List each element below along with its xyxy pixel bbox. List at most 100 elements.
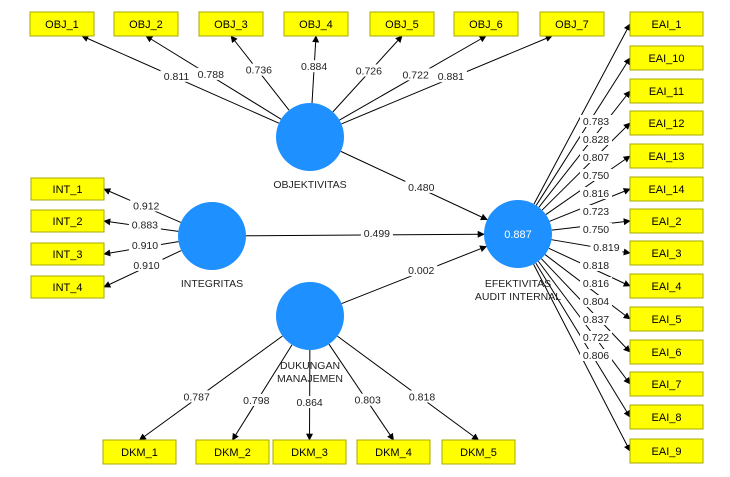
loading-eai-10-bg	[580, 277, 612, 289]
indicator-eai-1[interactable]: EAI_1	[629, 11, 704, 37]
loading-dkm-3: 0.864	[297, 397, 323, 409]
loading-int-3-bg	[128, 239, 161, 252]
latent-integritas-label: INTEGRITAS	[181, 278, 243, 290]
indicator-eai-2-label: EAI_10	[648, 53, 684, 65]
indicator-eai-7-label: EAI_2	[652, 216, 682, 228]
arrow-dkm-4	[328, 343, 394, 441]
loading-eai-3-bg	[580, 151, 612, 163]
loading-dkm-1-bg	[180, 390, 213, 403]
latent-dukungan-manajemen[interactable]	[276, 282, 344, 350]
latent-efektivitas-audit-internal-label: AUDIT INTERNAL	[475, 291, 561, 303]
indicator-eai-4[interactable]: EAI_12	[629, 110, 704, 136]
loading-int-4: 0.910	[133, 260, 159, 272]
indicator-obj-3-label: OBJ_3	[214, 19, 248, 31]
loading-dkm-4-bg	[351, 393, 384, 406]
indicator-eai-4-box	[629, 110, 704, 136]
indicator-eai-6-label: EAI_14	[648, 184, 684, 196]
indicator-int-1-label: INT_1	[53, 184, 83, 196]
loading-eai-3: 0.807	[583, 152, 609, 164]
loading-eai-1-bg	[580, 115, 612, 127]
indicator-eai-9[interactable]: EAI_4	[629, 273, 704, 299]
loading-int-3: 0.910	[132, 240, 158, 252]
indicator-dkm-5[interactable]: DKM_5	[441, 439, 516, 465]
r-squared-value: 0.887	[504, 229, 532, 241]
indicator-dkm-3-label: DKM_3	[291, 447, 328, 459]
loading-eai-9: 0.818	[583, 260, 609, 272]
indicator-obj-4-label: OBJ_4	[299, 19, 333, 31]
indicator-eai-14-box	[629, 438, 704, 464]
indicator-dkm-1-label: DKM_1	[121, 447, 158, 459]
latent-objektivitas[interactable]	[276, 103, 344, 171]
indicator-obj-7[interactable]: OBJ_7	[539, 11, 605, 37]
arrow-eai-3	[538, 90, 631, 208]
indicator-obj-4[interactable]: OBJ_4	[283, 11, 349, 37]
indicator-dkm-3-box	[272, 439, 347, 465]
indicator-dkm-5-box	[441, 439, 516, 465]
loading-obj-6: 0.722	[403, 69, 429, 81]
indicator-eai-7[interactable]: EAI_2	[629, 208, 704, 234]
indicator-int-4[interactable]: INT_4	[30, 275, 105, 299]
indicator-dkm-1[interactable]: DKM_1	[102, 439, 177, 465]
loading-eai-6-bg	[580, 205, 612, 217]
loading-obj-1: 0.811	[164, 71, 190, 83]
indicator-eai-14[interactable]: EAI_9	[629, 438, 704, 464]
indicator-obj-3[interactable]: OBJ_3	[198, 11, 264, 37]
indicator-dkm-1-box	[102, 439, 177, 465]
loading-eai-8-bg	[590, 241, 623, 253]
indicator-int-3-label: INT_3	[53, 249, 83, 261]
indicator-obj-1[interactable]: OBJ_1	[29, 11, 95, 37]
indicator-obj-2[interactable]: OBJ_2	[113, 11, 179, 37]
indicator-obj-6-box	[453, 11, 519, 37]
indicator-eai-3[interactable]: EAI_11	[629, 78, 704, 104]
indicator-obj-5[interactable]: OBJ_5	[369, 11, 435, 37]
loading-dkm-2-bg	[240, 393, 273, 406]
loading-eai-13-bg	[580, 331, 612, 343]
indicator-dkm-3[interactable]: DKM_3	[272, 439, 347, 465]
latent-variables-layer: OBJEKTIVITASINTEGRITASDUKUNGANMANAJEMENE…	[178, 103, 561, 385]
indicator-eai-13-label: EAI_8	[652, 412, 682, 424]
loading-dkm-3-bg	[293, 395, 326, 408]
indicator-eai-7-box	[629, 208, 704, 234]
indicator-obj-6[interactable]: OBJ_6	[453, 11, 519, 37]
indicator-obj-3-box	[198, 11, 264, 37]
coef-path-dkm-eai: 0.002	[408, 265, 434, 277]
indicator-obj-1-label: OBJ_1	[45, 19, 79, 31]
indicator-eai-5[interactable]: EAI_13	[629, 143, 704, 169]
arrow-eai-5	[545, 155, 631, 215]
loading-obj-4: 0.884	[301, 61, 327, 73]
indicator-eai-10[interactable]: EAI_5	[629, 306, 704, 332]
indicator-eai-8-label: EAI_3	[652, 248, 682, 260]
loading-eai-1: 0.783	[583, 116, 609, 128]
indicator-obj-1-box	[29, 11, 95, 37]
latent-integritas[interactable]	[178, 202, 246, 270]
indicator-int-1[interactable]: INT_1	[30, 177, 105, 201]
indicator-eai-10-label: EAI_5	[652, 314, 682, 326]
indicator-int-3[interactable]: INT_3	[30, 242, 105, 266]
indicator-int-1-box	[30, 177, 105, 201]
loading-eai-8: 0.819	[593, 242, 619, 254]
indicator-dkm-2[interactable]: DKM_2	[195, 439, 270, 465]
indicator-eai-8[interactable]: EAI_3	[629, 240, 704, 266]
latent-efektivitas-audit-internal[interactable]	[484, 200, 552, 268]
indicator-eai-12[interactable]: EAI_7	[629, 371, 704, 397]
coef-path-obj-eai-bg	[405, 180, 438, 193]
loading-obj-3-bg	[242, 63, 275, 76]
indicator-int-2[interactable]: INT_2	[30, 209, 105, 233]
indicator-obj-7-label: OBJ_7	[555, 19, 589, 31]
coef-path-dkm-eai-bg	[405, 264, 438, 277]
indicator-int-3-box	[30, 242, 105, 266]
indicator-eai-4-label: EAI_12	[648, 118, 684, 130]
indicator-eai-13[interactable]: EAI_8	[629, 404, 704, 430]
indicator-eai-6[interactable]: EAI_14	[629, 176, 704, 202]
loading-dkm-4: 0.803	[355, 395, 381, 407]
indicator-eai-11[interactable]: EAI_6	[629, 339, 704, 365]
loading-eai-2-bg	[580, 133, 612, 145]
indicator-dkm-4[interactable]: DKM_4	[356, 439, 431, 465]
indicator-obj-2-label: OBJ_2	[129, 19, 163, 31]
indicator-dkm-5-label: DKM_5	[460, 447, 497, 459]
indicator-eai-2[interactable]: EAI_10	[629, 45, 704, 71]
indicator-eai-10-box	[629, 306, 704, 332]
loading-int-4-bg	[130, 258, 163, 271]
coef-path-obj-eai: 0.480	[408, 182, 434, 194]
